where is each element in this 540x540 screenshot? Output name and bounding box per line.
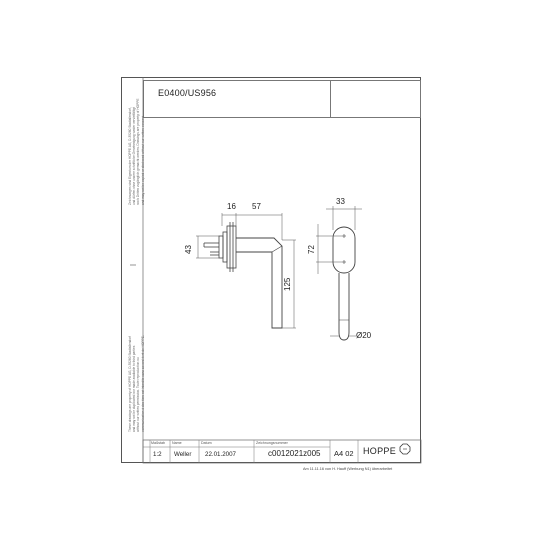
dim-16: 16 (227, 202, 236, 211)
revision-footer: Am 11.11.16 von H. Hauff (Werbung N1) üb… (303, 467, 393, 471)
dim-57: 57 (252, 202, 261, 211)
dim-33: 33 (336, 197, 345, 206)
tb-scale-value: 1:2 (153, 451, 162, 458)
tb-format-value: A4 02 (334, 449, 354, 458)
title-field (143, 80, 331, 118)
tb-name-label: Name (172, 441, 182, 445)
tb-date-value: 22.01.2007 (205, 451, 236, 458)
dim-125: 125 (283, 277, 292, 291)
hoppe-logo-icon (399, 443, 411, 455)
tb-drawing-no-value: c0012021z005 (268, 449, 321, 458)
tb-drawing-no-label: Zeichnungsnummer (256, 441, 288, 445)
side-note-upper: Zeichnungen sind Eigentum der HOPPE AG, … (128, 98, 145, 205)
drawing-title: E0400/US956 (158, 88, 217, 98)
side-note-lower: These drawings are property of HOPPE AG,… (128, 335, 145, 432)
dim-43: 43 (184, 245, 193, 254)
tb-scale-label: Maßstab (151, 441, 165, 445)
tb-date-label: Datum (201, 441, 212, 445)
drawing-sheet (121, 77, 421, 463)
dim-diameter-20: Ø20 (356, 331, 372, 340)
tb-name-value: Weller (174, 451, 192, 458)
title-field-aux (330, 80, 421, 118)
dim-72: 72 (307, 245, 316, 254)
brand-name: HOPPE (363, 446, 397, 456)
